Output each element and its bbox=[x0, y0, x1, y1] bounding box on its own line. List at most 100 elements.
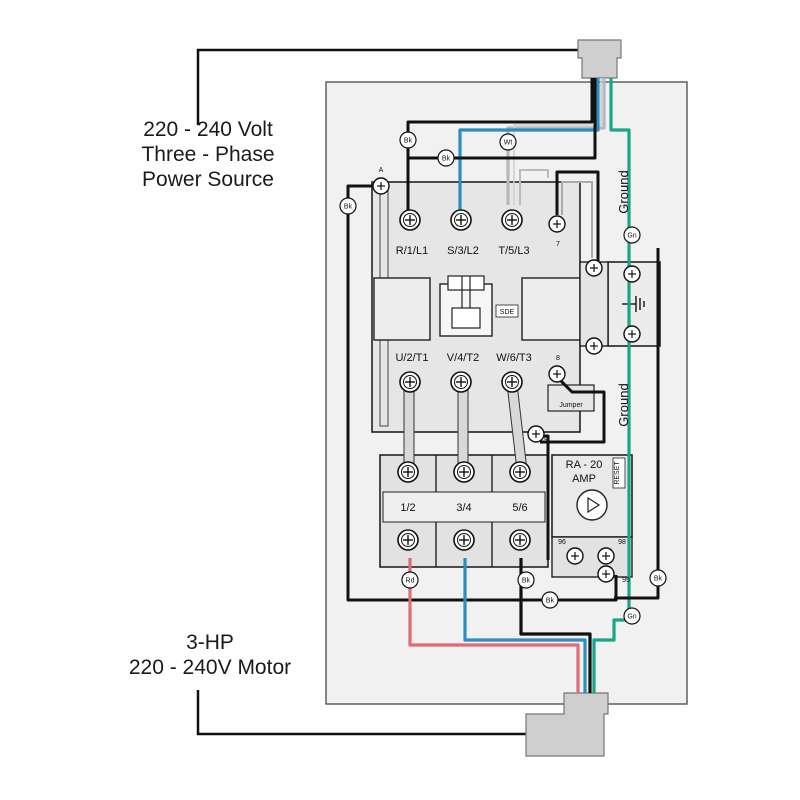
control-wire-jumper bbox=[540, 375, 606, 444]
svg-text:Gn: Gn bbox=[627, 233, 636, 240]
wire-tag-bk-2: Bk bbox=[437, 149, 455, 167]
terminal-l1-screw-icon[interactable] bbox=[399, 209, 421, 231]
overload-in-1-screw-icon[interactable] bbox=[397, 461, 419, 483]
wire-tag-gn-1: Gn bbox=[623, 226, 641, 244]
terminal-t1-label: U/2/T1 bbox=[395, 352, 428, 364]
aux-upper-screw-icon[interactable] bbox=[585, 259, 603, 277]
svg-text:Bk: Bk bbox=[546, 598, 555, 605]
svg-text:Rd: Rd bbox=[406, 578, 415, 585]
aux-terminal-7-screw-icon[interactable] bbox=[548, 215, 566, 233]
motor-caption-line-1: 3-HP bbox=[186, 631, 234, 654]
overload-dial[interactable] bbox=[576, 489, 608, 521]
overload-model-label: RA - 20 bbox=[566, 459, 603, 471]
svg-text:Bk: Bk bbox=[522, 578, 531, 585]
overload-in-3-screw-icon[interactable] bbox=[453, 461, 475, 483]
source-blue-wire bbox=[458, 78, 600, 215]
terminal-b-screw-icon[interactable] bbox=[527, 425, 545, 443]
control-wire-gray bbox=[561, 181, 593, 258]
wire-tag-bk-3: Bk bbox=[339, 197, 357, 215]
control-wire-upper-right bbox=[555, 170, 600, 262]
motor-caption-line-2: 220 - 240V Motor bbox=[128, 656, 292, 679]
terminal-l1-label: R/1/L1 bbox=[396, 245, 428, 257]
aux-lower-screw-icon[interactable] bbox=[585, 337, 603, 355]
wire-tag-bk-6: Bk bbox=[649, 569, 667, 587]
wire-tag-gn-2: Gn bbox=[623, 607, 641, 625]
link-bar-2 bbox=[457, 383, 469, 471]
power-source-caption: 220 - 240 Volt Three - Phase Power Sourc… bbox=[108, 117, 308, 192]
aux-terminal-8-label: 8 bbox=[556, 355, 560, 362]
svg-text:Bk: Bk bbox=[654, 576, 663, 583]
motor-leader-line bbox=[196, 690, 530, 736]
terminal-t2-screw-icon[interactable] bbox=[450, 371, 472, 393]
control-wire-a bbox=[346, 184, 402, 602]
wire-tag-rd: Rd bbox=[401, 571, 419, 589]
wire-tag-bk-1: Bk bbox=[399, 131, 417, 149]
svg-text:Bk: Bk bbox=[344, 204, 353, 211]
wire-tag-wt: Wt bbox=[499, 133, 517, 151]
ground-label-top: Ground bbox=[616, 170, 631, 213]
terminal-t3-label: W/6/T3 bbox=[496, 352, 531, 364]
power-source-caption-line-3: Power Source bbox=[142, 168, 274, 191]
overload-pair-2-label: 3/4 bbox=[456, 502, 471, 514]
overload-96-screw-icon[interactable] bbox=[566, 547, 584, 565]
contactor-armature bbox=[439, 275, 493, 337]
overload-out-6-screw-icon[interactable] bbox=[509, 529, 531, 551]
sde-badge bbox=[495, 304, 519, 318]
terminal-a-screw-icon[interactable] bbox=[372, 177, 390, 195]
jumper-label: Jumper bbox=[559, 402, 583, 409]
link-bar-1 bbox=[403, 383, 415, 471]
overload-pair-1-label: 1/2 bbox=[400, 502, 415, 514]
terminal-l3-label: T/5/L3 bbox=[498, 245, 529, 257]
overload-contact-block bbox=[551, 536, 633, 578]
source-leader-line bbox=[196, 48, 578, 125]
overload-pair-3-label: 5/6 bbox=[512, 502, 527, 514]
terminal-l2-screw-icon[interactable] bbox=[450, 209, 472, 231]
motor-black-wire bbox=[519, 558, 592, 693]
aux-terminal-7-label: 7 bbox=[556, 241, 560, 248]
control-wire-right-down bbox=[614, 248, 660, 600]
source-white-wire-2 bbox=[513, 78, 602, 205]
source-green-wire bbox=[592, 78, 631, 693]
bottom-conduit-connector bbox=[525, 692, 609, 757]
svg-text:Bk: Bk bbox=[404, 138, 413, 145]
top-conduit-connector bbox=[577, 39, 622, 79]
overload-in-5-screw-icon[interactable] bbox=[509, 461, 531, 483]
svg-text:Bk: Bk bbox=[442, 156, 451, 163]
contactor-coil-right bbox=[521, 277, 581, 341]
source-white-wire bbox=[506, 78, 606, 205]
motor-red-wire bbox=[408, 558, 580, 693]
terminal-t1-screw-icon[interactable] bbox=[399, 371, 421, 393]
contact-96-label: 96 bbox=[558, 539, 566, 546]
terminal-t2-label: V/4/T2 bbox=[447, 352, 479, 364]
motor-blue-wire bbox=[463, 558, 587, 693]
control-wire-b bbox=[402, 575, 618, 602]
overload-unit-label: AMP bbox=[572, 473, 596, 485]
overload-out-4-screw-icon[interactable] bbox=[453, 529, 475, 551]
terminal-l3-screw-icon[interactable] bbox=[501, 209, 523, 231]
point-b-label: B bbox=[544, 435, 549, 442]
svg-text:Gn: Gn bbox=[627, 614, 636, 621]
contact-98-label: 98 bbox=[618, 539, 626, 546]
aux-terminal-8-screw-icon[interactable] bbox=[548, 365, 566, 383]
contactor-coil-left bbox=[373, 277, 431, 341]
reset-button[interactable] bbox=[612, 457, 626, 489]
overload-dial-arrow-icon bbox=[587, 496, 601, 514]
contact-95-label: 95 bbox=[622, 577, 630, 584]
svg-text:Wt: Wt bbox=[504, 140, 513, 147]
overload-out-2-screw-icon[interactable] bbox=[397, 529, 419, 551]
overload-95-screw-icon[interactable] bbox=[597, 565, 615, 583]
reset-label: RESET bbox=[614, 461, 621, 485]
ground-bar-upper-screw-icon[interactable] bbox=[623, 265, 641, 283]
source-black-wire-2 bbox=[406, 78, 597, 185]
ground-label-bottom: Ground bbox=[616, 383, 631, 426]
control-wire-gray-2 bbox=[519, 169, 549, 205]
terminal-l2-label: S/3/L2 bbox=[447, 245, 479, 257]
ground-bar-lower-screw-icon[interactable] bbox=[623, 325, 641, 343]
terminal-t3-screw-icon[interactable] bbox=[501, 371, 523, 393]
overload-98-screw-icon[interactable] bbox=[597, 547, 615, 565]
power-source-caption-line-1: 220 - 240 Volt bbox=[143, 118, 273, 141]
motor-caption: 3-HP 220 - 240V Motor bbox=[95, 630, 325, 680]
power-source-caption-line-2: Three - Phase bbox=[141, 143, 275, 166]
point-a-label: A bbox=[379, 167, 384, 174]
